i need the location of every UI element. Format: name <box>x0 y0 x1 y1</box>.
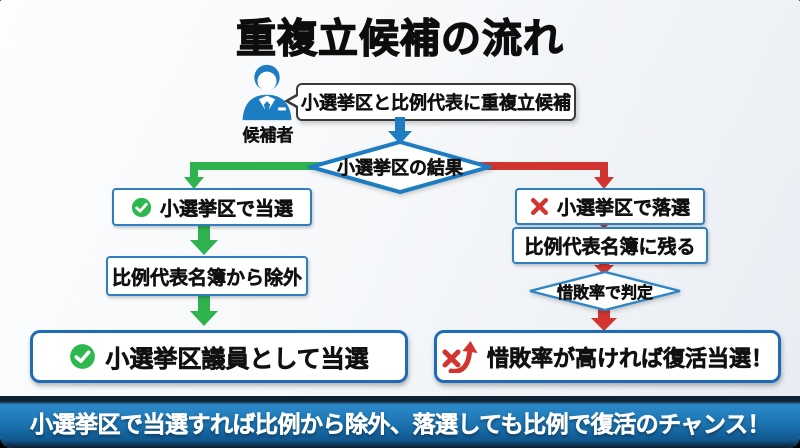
box-win-step1-label: 小選挙区で当選 <box>159 198 294 220</box>
result-win-box: 小選挙区議員として当選 <box>30 330 408 383</box>
box-lose-step2-label: 比例代表名簿に残る <box>524 237 696 259</box>
box-lose-step1-label: 小選挙区で落選 <box>556 198 691 220</box>
speech-bubble-text: 小選挙区と比例代表に重複立候補 <box>301 93 571 113</box>
check-circle-icon <box>131 197 152 217</box>
check-circle-icon <box>70 344 96 369</box>
businessman-icon <box>238 62 296 122</box>
result-win-label: 小選挙区議員として当選 <box>105 346 369 374</box>
decision-diamond-result: 小選挙区の結果 <box>303 139 497 195</box>
decision-diamond-sekihai: 惜敗率で判定 <box>528 270 682 312</box>
x-mark-icon <box>530 197 548 216</box>
decision-diamond-label: 小選挙区の結果 <box>337 158 464 179</box>
x-with-up-arrow-icon <box>442 340 478 373</box>
box-win-step2: 比例代表名簿から除外 <box>106 256 308 296</box>
box-lose-step2: 比例代表名簿に残る <box>512 227 708 264</box>
box-win-step1: 小選挙区で当選 <box>112 188 312 226</box>
result-lose-box: 惜敗率が高ければ復活当選！ <box>434 330 781 383</box>
page-title: 重複立候補の流れ <box>235 16 564 61</box>
result-lose-label: 惜敗率が高ければ復活当選！ <box>486 345 774 371</box>
box-lose-step1: 小選挙区で落選 <box>515 188 705 225</box>
speech-bubble: 小選挙区と比例代表に重複立候補 <box>284 83 576 121</box>
bottom-banner: 小選挙区で当選すれば比例から除外、落選しても比例で復活のチャンス！ <box>0 396 800 448</box>
decision-diamond2-label: 惜敗率で判定 <box>556 285 654 303</box>
bottom-banner-text: 小選挙区で当選すれば比例から除外、落選しても比例で復活のチャンス！ <box>30 411 771 438</box>
candidate-label: 候補者 <box>242 126 294 145</box>
box-win-step2-label: 比例代表名簿から除外 <box>111 267 303 289</box>
